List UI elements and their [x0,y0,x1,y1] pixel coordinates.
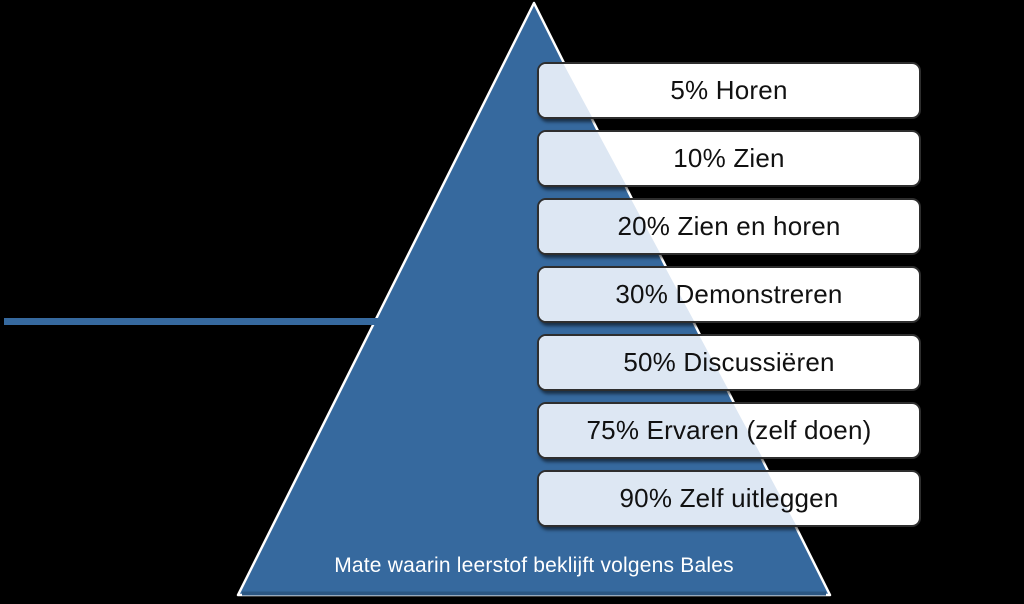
level-box: 90% Zelf uitleggen [537,470,921,527]
level-box: 75% Ervaren (zelf doen) [537,402,921,459]
level-box: 50% Discussiëren [537,334,921,391]
level-label: 10% Zien [673,143,785,173]
level-label: 90% Zelf uitleggen [619,483,839,513]
level-label: 20% Zien en horen [617,211,841,241]
level-label: 75% Ervaren (zelf doen) [586,415,872,445]
level-box: 30% Demonstreren [537,266,921,323]
connector-line [4,318,388,325]
level-box: 5% Horen [537,62,921,119]
level-box: 10% Zien [537,130,921,187]
pyramid-caption: Mate waarin leerstof beklijft volgens Ba… [334,554,734,577]
level-label: 50% Discussiëren [623,347,835,377]
level-label: 30% Demonstreren [615,279,843,309]
level-label: 5% Horen [670,75,788,105]
level-box: 20% Zien en horen [537,198,921,255]
